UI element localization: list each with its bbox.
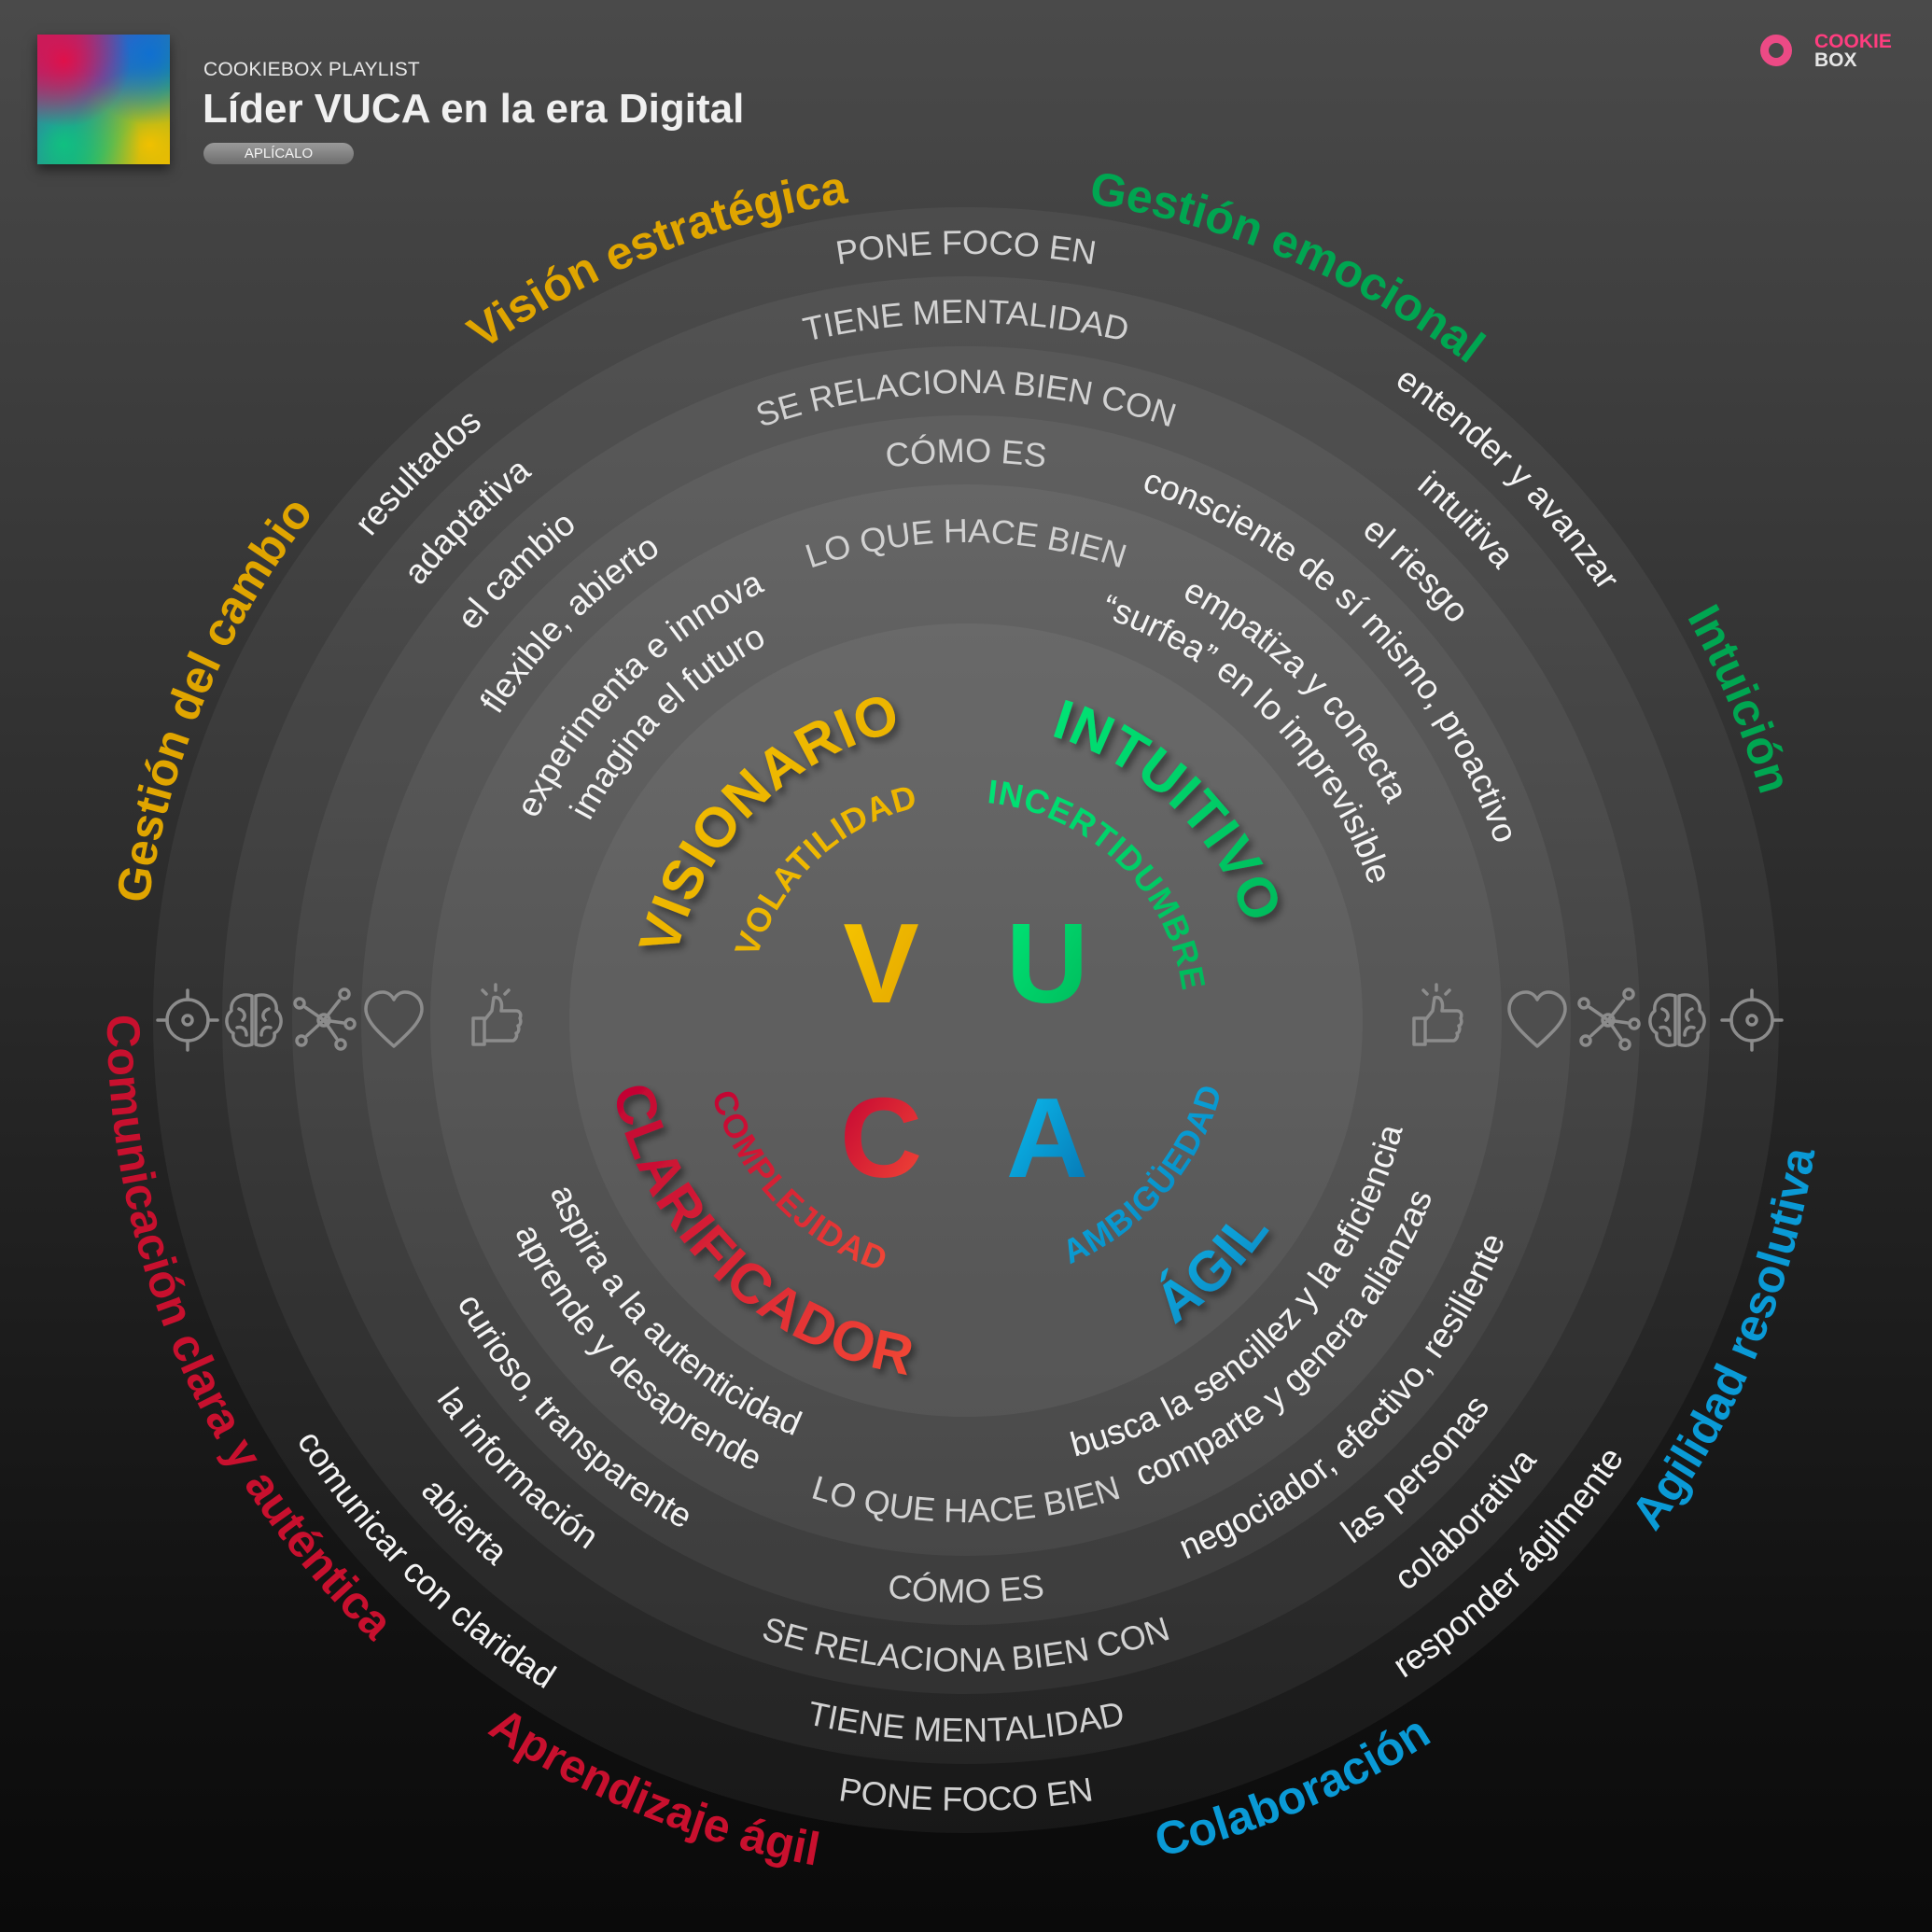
ring-label-top-text: CÓMO ES <box>883 431 1048 475</box>
ring-label-bottom: CÓMO ES <box>886 1567 1045 1611</box>
ring-2 <box>292 346 1640 1694</box>
ring-label-bottom-text: CÓMO ES <box>886 1567 1045 1611</box>
logo-icon <box>1760 35 1792 66</box>
concentric-rings <box>153 207 1779 1833</box>
vuca-letter: C <box>840 1074 922 1201</box>
page-title: Líder VUCA en la era Digital <box>203 86 745 132</box>
ring-5 <box>569 623 1363 1417</box>
axis-icons <box>156 983 1784 1052</box>
target-icon <box>156 988 219 1052</box>
ring-0 <box>153 207 1779 1833</box>
cookiebox-logo[interactable]: COOKIE BOX <box>1760 31 1900 72</box>
network-icon <box>1577 987 1641 1051</box>
heart-icon <box>364 990 424 1048</box>
heart-icon <box>1507 990 1567 1048</box>
vuca-letter: U <box>1006 900 1088 1027</box>
ring-4 <box>430 484 1502 1556</box>
logo-text-box: BOX <box>1814 49 1857 71</box>
ring-1 <box>222 276 1710 1764</box>
network-icon <box>293 987 357 1051</box>
brain-icon <box>225 993 283 1047</box>
vuca-letter: V <box>843 900 918 1027</box>
ring-label-top: CÓMO ES <box>883 431 1048 475</box>
apply-button[interactable]: APLÍCALO <box>203 143 354 164</box>
thumbs-up-icon <box>471 983 523 1046</box>
playlist-kicker: COOKIEBOX PLAYLIST <box>203 59 420 80</box>
vuca-letter: A <box>1006 1074 1088 1201</box>
logo-text-cookie: COOKIE <box>1814 31 1892 52</box>
brain-icon <box>1648 993 1706 1047</box>
target-icon <box>1720 988 1784 1052</box>
thumbs-up-icon <box>1412 983 1463 1046</box>
playlist-thumbnail <box>37 35 170 164</box>
ring-3 <box>361 415 1571 1625</box>
